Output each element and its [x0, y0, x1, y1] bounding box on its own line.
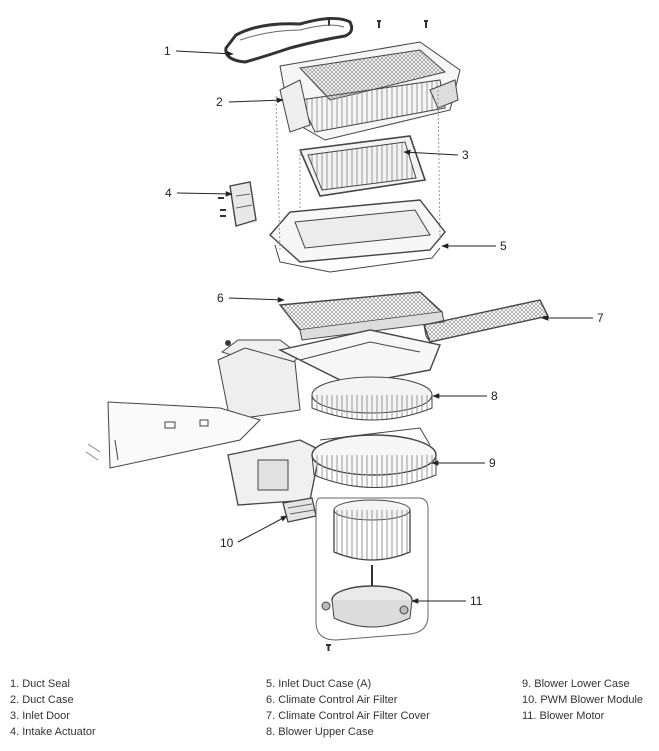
- callout-1: 1: [164, 44, 171, 58]
- screw-part-bottom: [326, 644, 331, 651]
- leader-line-1: [175, 50, 234, 57]
- legend-item-7: 7. Climate Control Air Filter Cover: [266, 710, 430, 722]
- legend-item-10: 10. PWM Blower Module: [522, 694, 644, 706]
- exploded-view-diagram: 1 2 3 4 5 6 7 8 9 10 11: [85, 17, 604, 651]
- legend-column-3: 9. Blower Lower Case 10. PWM Blower Modu…: [522, 676, 643, 724]
- legend-item-11: 11. Blower Motor: [522, 710, 605, 722]
- parts-legend: 1. Duct Seal 2. Duct Case 3. Inlet Door …: [0, 676, 659, 751]
- intake-actuator-part: [218, 181, 257, 227]
- legend-item-9: 9. Blower Lower Case: [522, 678, 630, 690]
- legend-column-2: 5. Inlet Duct Case (A) 6. Climate Contro…: [266, 676, 430, 740]
- leader-line-6: [228, 296, 285, 303]
- air-filter-part: [278, 291, 445, 341]
- legend-item-6: 6. Climate Control Air Filter: [266, 694, 398, 706]
- blower-upper-case-part: [217, 329, 441, 421]
- leader-line-3: [403, 149, 459, 156]
- legend-item-5: 5. Inlet Duct Case (A): [266, 678, 372, 690]
- legend-item-3: 3. Inlet Door: [10, 710, 70, 722]
- callout-6: 6: [217, 291, 224, 305]
- air-filter-cover-part: [423, 299, 550, 343]
- legend-item-4: 4. Intake Actuator: [10, 726, 96, 738]
- callout-8: 8: [491, 389, 498, 403]
- inlet-door-part: [298, 135, 427, 197]
- legend-item-1: 1. Duct Seal: [10, 678, 70, 690]
- blower-lower-case-part: [227, 427, 437, 506]
- callout-11: 11: [470, 594, 483, 608]
- duct-seal-part: [224, 17, 354, 64]
- callout-10: 10: [220, 536, 234, 550]
- callout-5: 5: [500, 239, 507, 253]
- duct-extension-panel: [85, 401, 261, 469]
- legend-item-2: 2. Duct Case: [10, 694, 74, 706]
- callout-3: 3: [462, 148, 469, 162]
- duct-case-part: [279, 41, 461, 141]
- callout-7: 7: [597, 311, 604, 325]
- callout-4: 4: [165, 186, 172, 200]
- pwm-blower-module-part: [282, 497, 317, 523]
- leader-line-4: [176, 191, 233, 197]
- callout-9: 9: [489, 456, 496, 470]
- legend-column-1: 1. Duct Seal 2. Duct Case 3. Inlet Door …: [10, 676, 96, 740]
- blower-motor-part: [315, 497, 429, 641]
- leader-line-10: [237, 515, 288, 543]
- callout-2: 2: [216, 95, 223, 109]
- legend-item-8: 8. Blower Upper Case: [266, 726, 374, 738]
- leader-line-2: [228, 97, 284, 104]
- inlet-duct-case-part: [269, 199, 446, 273]
